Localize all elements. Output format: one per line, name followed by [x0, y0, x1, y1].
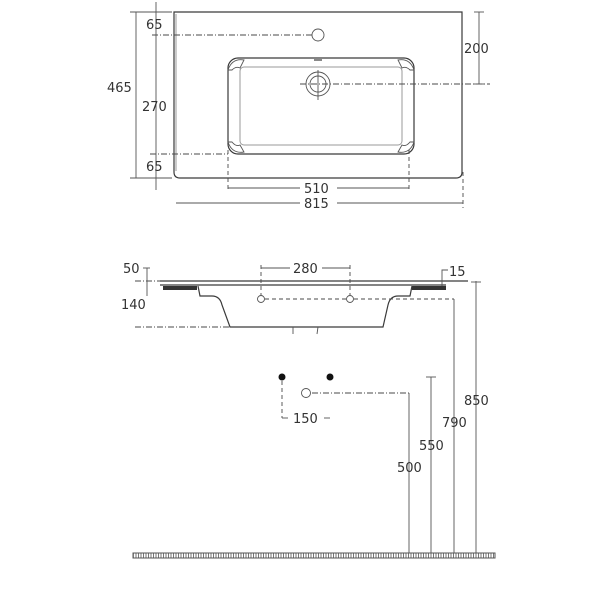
bracket-right [412, 286, 446, 290]
dim-fixing-spacing: 280 [293, 262, 318, 277]
floor-line [132, 552, 496, 559]
dim-supply-height: 550 [419, 439, 444, 454]
dim-front-margin-bottom: 65 [146, 160, 163, 175]
bowl-outline [227, 57, 415, 155]
supply-right [326, 373, 334, 381]
wall-connections: 150 500 550 790 850 [278, 281, 489, 553]
dim-fixing-height: 790 [442, 416, 467, 431]
dim-supply-spacing: 150 [293, 412, 318, 427]
countertop-outline [173, 11, 463, 179]
supply-left [278, 373, 286, 381]
dim-top-height: 850 [464, 394, 489, 409]
dim-waste-height: 500 [397, 461, 422, 476]
top-view: 65 465 270 65 200 510 815 [107, 2, 490, 212]
bowl-profile [197, 285, 413, 328]
dim-tap-to-drain: 200 [464, 42, 489, 57]
bracket-left [163, 286, 197, 290]
dim-bowl-width: 510 [304, 182, 329, 197]
dim-overall-depth: 465 [107, 81, 132, 96]
tap-hole [311, 28, 325, 42]
dim-bowl-height: 140 [121, 298, 146, 313]
dim-bowl-depth: 270 [142, 100, 167, 115]
bowl-inner [239, 66, 403, 146]
side-view: 280 50 140 15 [121, 262, 468, 335]
dim-top-thickness: 50 [123, 262, 140, 277]
dim-overall-width: 815 [304, 197, 329, 212]
dim-front-margin-top: 65 [146, 18, 163, 33]
dim-edge-offset: 15 [449, 265, 466, 280]
waste-outlet [301, 388, 311, 398]
